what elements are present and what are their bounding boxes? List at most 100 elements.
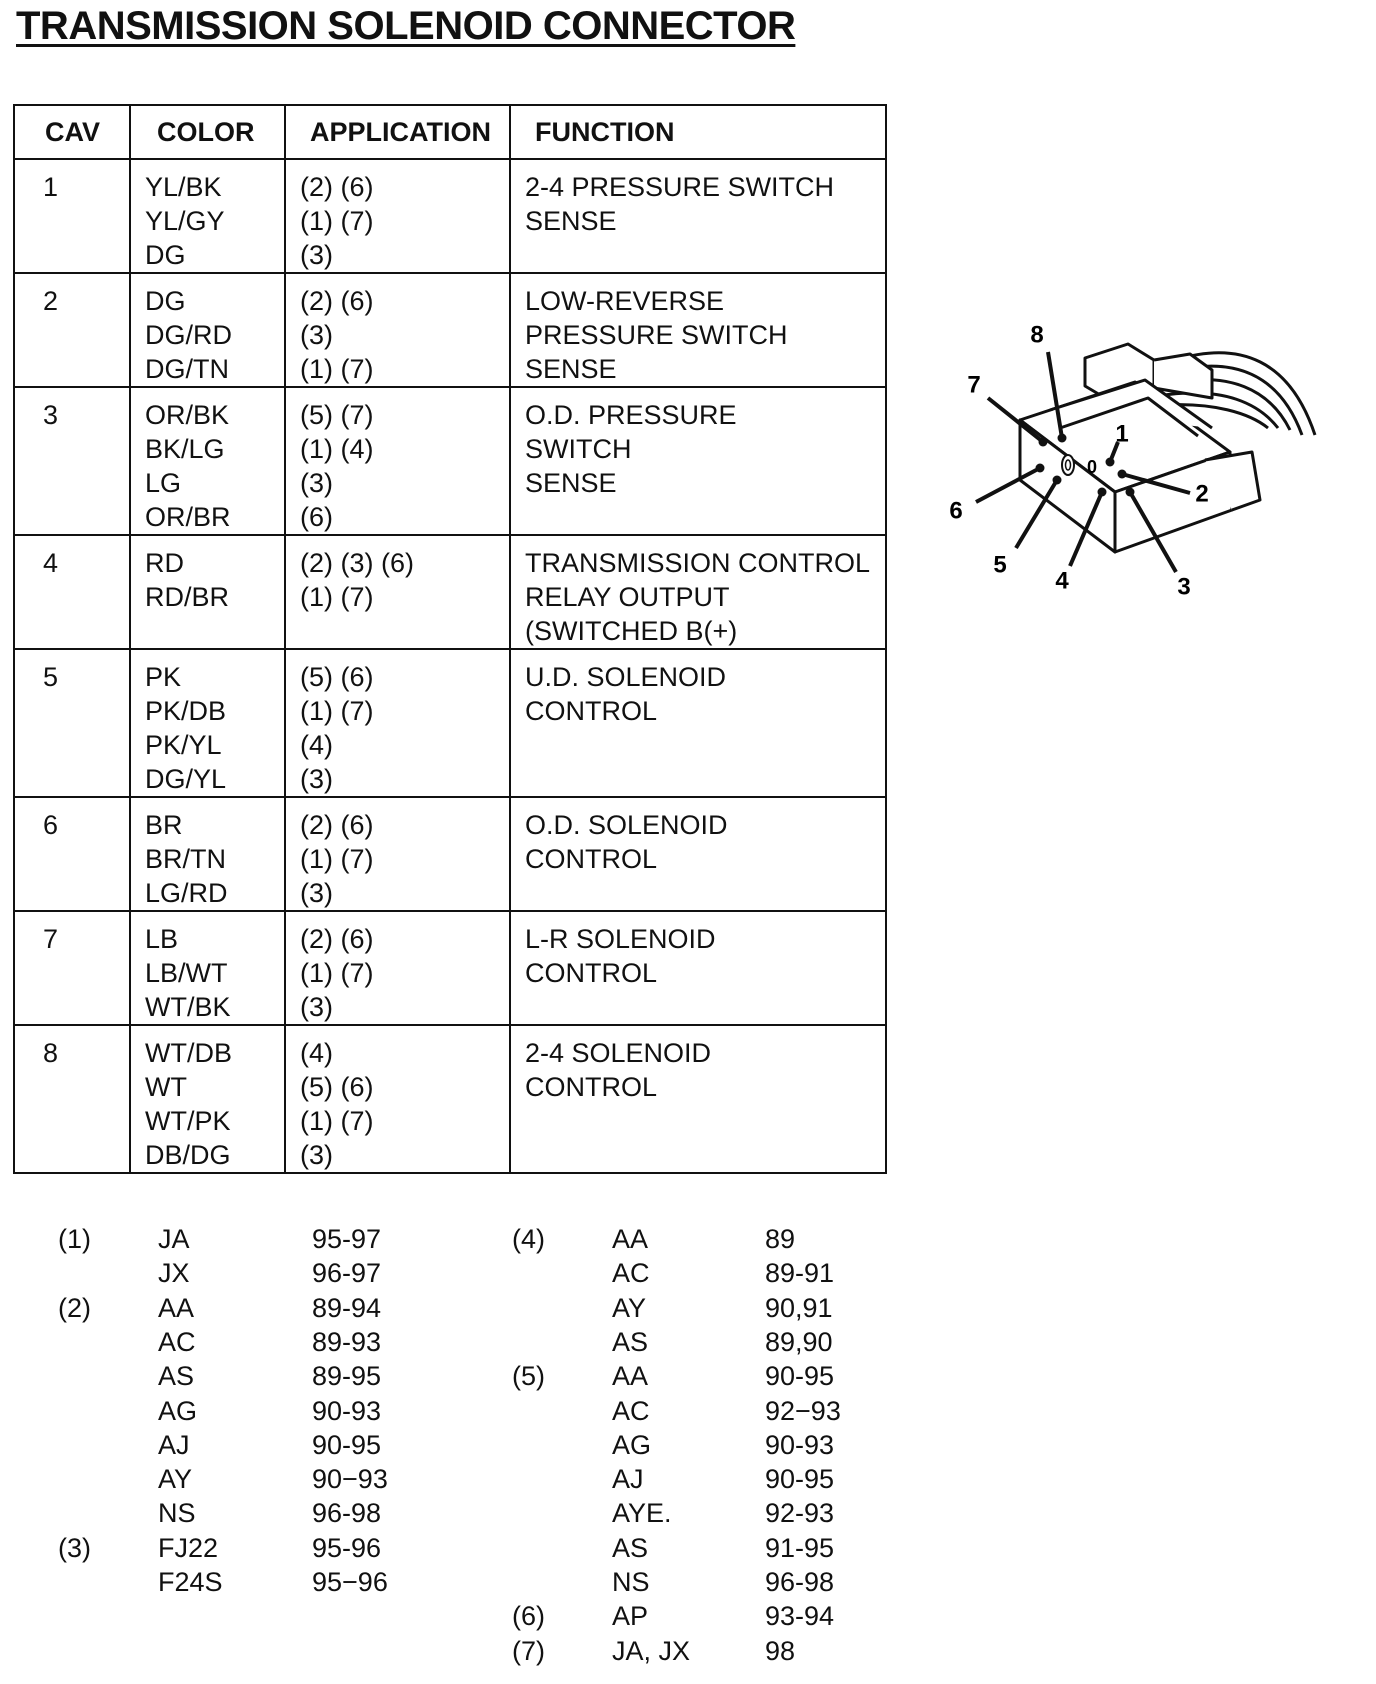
header-application: APPLICATION [284, 104, 511, 160]
cell-application: (5) (7) (1) (4) (3) (6) [284, 386, 511, 536]
cell-function-line: LOW-REVERSE [525, 286, 725, 316]
cell-application-line: (4) [300, 1038, 333, 1068]
legend-years: 90-93 [312, 1395, 382, 1426]
cell-cav: 7 [13, 910, 131, 1026]
legend-ref: (6) [512, 1601, 545, 1632]
cell-function-line: CONTROL [525, 696, 658, 726]
legend-years: 95-96 [312, 1532, 382, 1563]
cell-function-line: L-R SOLENOID [525, 924, 716, 954]
legend-ref: (1) [58, 1224, 91, 1254]
legend-code: AA [612, 1361, 649, 1392]
cell-application-line: (3) [300, 764, 333, 794]
cell-cav: 5 [13, 648, 131, 798]
cell-cav: 8 [13, 1024, 131, 1174]
cell-color-line: YL/BK [145, 172, 222, 202]
cell-application-line: (6) [300, 502, 333, 532]
cell-application: (2) (6)(1) (7)(3) [284, 158, 511, 274]
legend-code: FJ22 [158, 1532, 219, 1563]
cell-application: (4)(5) (6)(1) (7)(3) [284, 1024, 511, 1174]
cell-color-line: BR [145, 810, 183, 840]
cell-function-line: O.D. PRESSURE [525, 400, 737, 430]
cell-color-line: RD/BR [145, 582, 230, 612]
cell-application: (2) (6)(3)(1) (7) [284, 272, 511, 388]
pin-leader-7 [986, 396, 1045, 444]
cell-color-line: WT [145, 1072, 187, 1102]
cell-color: RD RD/BR [129, 534, 286, 650]
cell-color-line: WT/PK [145, 1106, 231, 1136]
legend-code: AS [612, 1532, 649, 1563]
cell-application-line: (1) (4) [300, 434, 374, 464]
cell-application-line: (3) [300, 320, 333, 350]
legend-code: AG [158, 1395, 198, 1426]
cell-application-line: (3) [300, 878, 333, 908]
pin-leader-5 [1014, 478, 1059, 550]
legend-years: 90-95 [312, 1429, 382, 1460]
legend-ref: (7) [512, 1635, 545, 1666]
cell-color-line: BR/TN [145, 844, 226, 874]
pin-label-6: 6 [949, 497, 962, 524]
cell-application-line: (1) (7) [300, 844, 374, 874]
cell-color-line: PK/YL [145, 730, 222, 760]
table-row: 6 BR BR/TN LG/RD (2) (6) (1) (7) (3) O.D. SOLEN… [13, 796, 887, 912]
pin-label-3: 3 [1177, 573, 1190, 600]
cell-color: BR BR/TN LG/RD [129, 796, 286, 912]
page-title: TRANSMISSION SOLENOID CONNECTOR [16, 4, 796, 48]
legend-ref: (4) [512, 1224, 545, 1254]
cell-application-line: (5) (7) [300, 400, 374, 430]
cell-function-line: SENSE [525, 468, 617, 498]
cell-application-line: (3) [300, 1140, 333, 1170]
cell-application-line: (2) (3) (6) [300, 548, 414, 578]
pin-leader-8 [1046, 351, 1064, 439]
cell-color-line: DB/DG [145, 1140, 231, 1170]
cell-color-line: YL/GY [145, 206, 225, 236]
cell-color-line: PK/DB [145, 696, 227, 726]
cell-function-line: 2-4 PRESSURE SWITCH [525, 172, 835, 202]
key-mark: 0 [1087, 457, 1097, 477]
cell-cav: 2 [13, 272, 131, 388]
connector-body-drawing [1018, 342, 1317, 554]
legend-code: AG [612, 1429, 652, 1460]
cell-cav: 6 [13, 796, 131, 912]
legend-code: AY [612, 1292, 647, 1323]
legend-years: 95-97 [312, 1224, 382, 1254]
cell-application-line: (1) (7) [300, 1106, 374, 1136]
cell-application-line: (2) (6) [300, 924, 374, 954]
cell-color-line: RD [145, 548, 184, 578]
cell-cav: 3 [13, 386, 131, 536]
legend-code: AY [158, 1464, 193, 1495]
pin-leader-6 [975, 466, 1041, 504]
header-color: COLOR [129, 104, 286, 160]
cell-application: (2) (6)(1) (7)(3) [284, 910, 511, 1026]
pin-label-4: 4 [1055, 567, 1069, 594]
cell-color-line: WT/DB [145, 1038, 232, 1068]
cell-color-line: DG [145, 240, 186, 270]
cell-color-line: DG/RD [145, 320, 232, 350]
cell-application-line: (2) (6) [300, 810, 374, 840]
legend-code: JA [158, 1224, 190, 1254]
legend-code: AJ [612, 1464, 644, 1495]
pin-label-2: 2 [1195, 480, 1208, 507]
cell-color-line: BK/LG [145, 434, 225, 464]
legend-years: 89-95 [312, 1361, 382, 1392]
pin-label-7: 7 [967, 371, 980, 398]
cell-application: (5) (6)(1) (7)(4)(3) [284, 648, 511, 798]
cell-application-line: (3) [300, 240, 333, 270]
cell-color-line: LG/RD [145, 878, 228, 908]
legend-ref: (3) [58, 1532, 91, 1563]
legend-years: 90−93 [312, 1464, 388, 1495]
legend-years: 89-93 [312, 1326, 382, 1357]
cell-application-line: (3) [300, 468, 333, 498]
pin-leader-3 [1128, 491, 1178, 573]
